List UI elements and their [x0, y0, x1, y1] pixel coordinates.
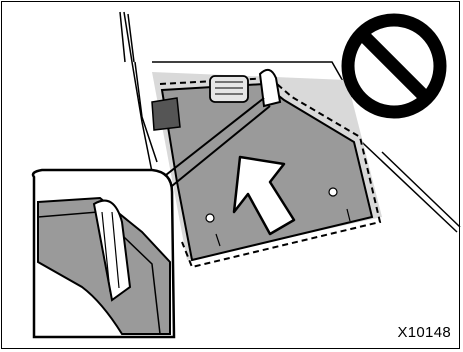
detail-inset [33, 170, 174, 337]
accelerator-pedal [260, 70, 280, 106]
left-console [152, 98, 180, 130]
no-entry-icon [348, 20, 440, 112]
brake-pedal [210, 76, 248, 102]
figure-code: X10148 [397, 324, 451, 341]
